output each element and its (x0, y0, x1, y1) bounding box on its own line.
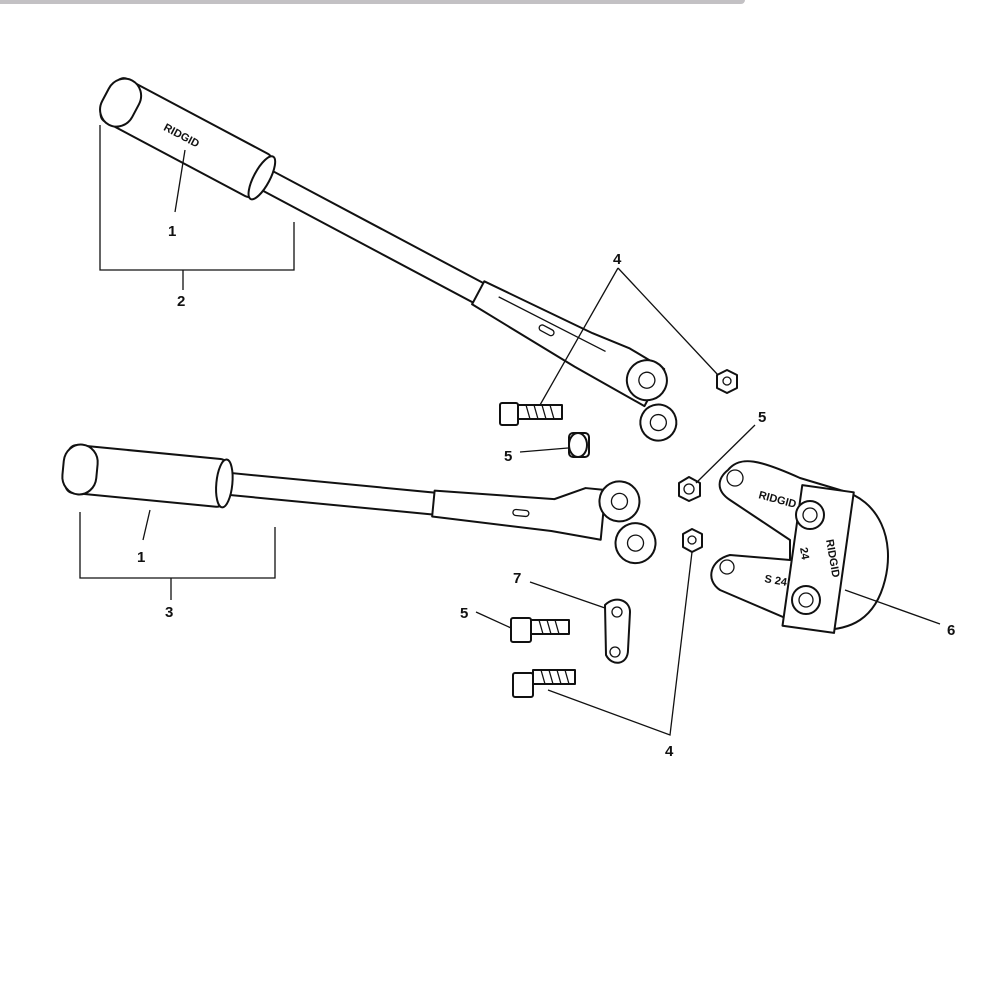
callout-3: 3 (165, 604, 173, 621)
jaw-model: S 24 (763, 573, 788, 589)
bolt-short (510, 617, 570, 643)
bottom-handle-head (431, 487, 607, 541)
link-plate (604, 598, 631, 664)
bottom-handle (61, 443, 657, 565)
callout-1-bottom: 1 (137, 549, 145, 566)
callout-6: 6 (947, 622, 955, 639)
callout-5-bolt: 5 (460, 605, 468, 622)
callout-5-right: 5 (758, 409, 766, 426)
top-handle-shaft (251, 164, 494, 309)
callout-2: 2 (177, 293, 185, 310)
callout-4-top: 4 (613, 251, 622, 268)
top-handle: RIDGID (99, 77, 678, 442)
top-scroll-bar (0, 0, 745, 4)
nut-top (716, 369, 738, 394)
bottom-grip-cap (61, 443, 99, 496)
bolt-long (512, 669, 576, 698)
jaw-size: 24 (797, 546, 811, 561)
callout-4-bottom: 4 (665, 743, 674, 760)
top-grip-cap (99, 77, 143, 128)
callout-5-left: 5 (504, 448, 512, 465)
callout-1-top: 1 (168, 223, 176, 240)
callout-7: 7 (513, 570, 521, 587)
jaw-assembly: RIDGID RIDGID 24 S 24 (710, 460, 889, 634)
spacer-right (678, 476, 701, 502)
spacer-left (568, 432, 590, 458)
bolt-top (499, 402, 563, 426)
nut-bottom (682, 528, 703, 553)
